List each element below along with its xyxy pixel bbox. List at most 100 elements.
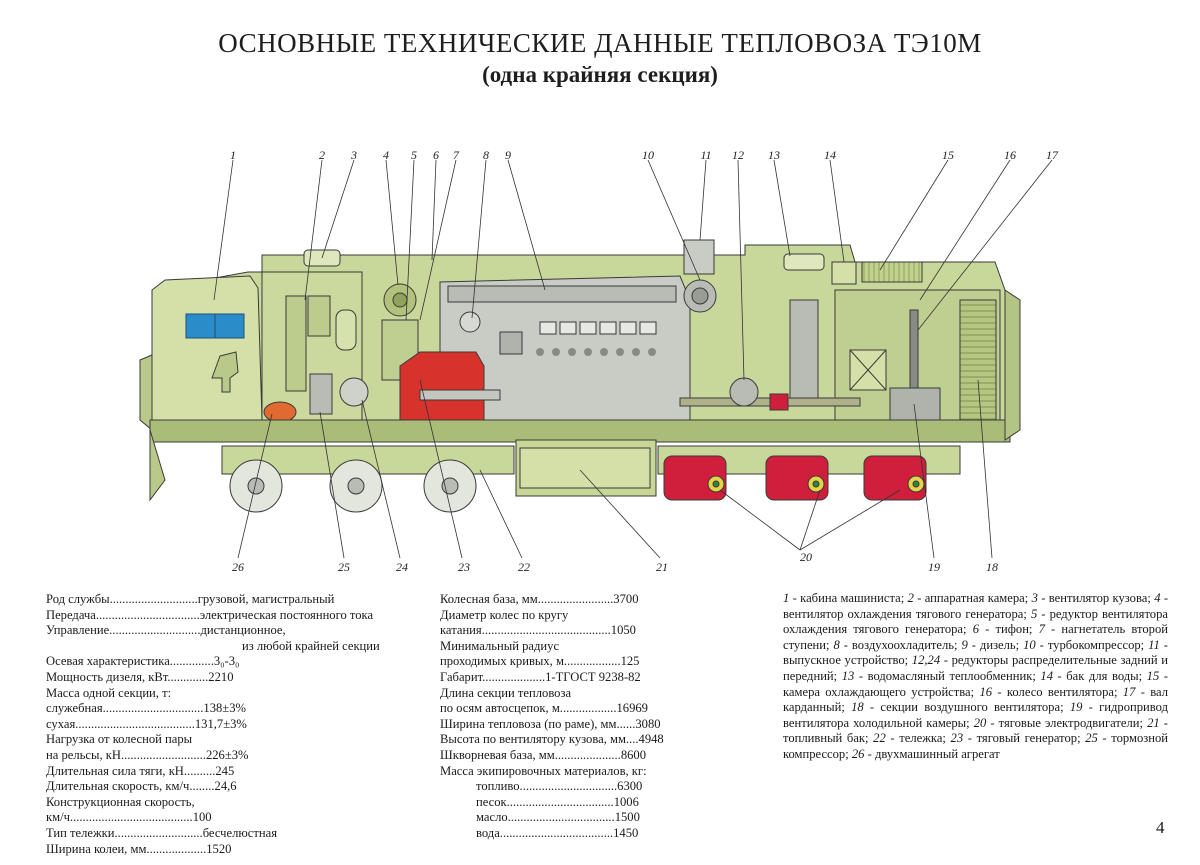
spec-row: Ширина колеи, мм...................1520 (46, 841, 232, 856)
spec-row: проходимых кривых, м..................12… (440, 654, 640, 669)
brake-compressor (309, 373, 333, 415)
heat-exchanger-cap (783, 253, 825, 271)
spec-row: Диаметр колес по кругу (440, 607, 569, 622)
legend-num: 5 (1030, 606, 1038, 621)
callout-8: 8 (483, 148, 489, 162)
legend-text: - тележка; (885, 731, 951, 746)
legend-num: 20 (973, 715, 987, 730)
leader-lines (213, 159, 1053, 381)
air-cooler (459, 311, 481, 333)
spec-row: масло..................................1… (476, 810, 640, 825)
legend-text: - вентилятор охлаждения тягового генерат… (783, 591, 1169, 621)
traction-motor (863, 455, 927, 501)
spec-row: сухая...................................… (46, 716, 247, 731)
spec-row: Род службы............................гр… (46, 592, 335, 606)
legend-text: - бак для воды; (1053, 668, 1147, 683)
spec-row: Управление.............................д… (46, 623, 286, 638)
legend-text: - воздухоохладитель; (839, 637, 962, 652)
callout-18: 18 (986, 560, 998, 574)
legend-num: 13 (841, 668, 855, 683)
legend-num: 19 (1069, 700, 1083, 715)
legend-text: - турбокомпрессор; (1035, 637, 1149, 652)
callout-16: 16 (1004, 148, 1016, 162)
legend-num: 1 (783, 591, 790, 605)
legend-text: - дизель; (967, 637, 1024, 652)
legend-num: 2 (907, 591, 914, 605)
spec-row: Минимальный радиус (440, 638, 560, 653)
legend-text: - тяговые электродвигатели; (986, 715, 1148, 730)
spec-row: Длина секции тепловоза (440, 685, 572, 700)
callout-3: 3 (351, 148, 357, 162)
legend-num: 23 (950, 731, 964, 746)
legend-num: 25 (1085, 731, 1098, 746)
spec-row: Габарит....................1-ТГОСТ 9238-… (440, 669, 641, 684)
spec-row: км/ч....................................… (46, 810, 212, 825)
callout-23: 23 (458, 560, 470, 574)
callout-17: 17 (1046, 148, 1058, 162)
spec-row: Нагрузка от колесной пары (46, 732, 193, 747)
legend-num: 6 (972, 622, 979, 637)
callout-13: 13 (768, 148, 780, 162)
legend-text: - редуктор вентилятора охлаждения тягово… (783, 606, 1168, 637)
spec-row: Высота по вентилятору кузова, мм....4948 (440, 732, 664, 747)
page-title: ОСНОВНЫЕ ТЕХНИЧЕСКИЕ ДАННЫЕ ТЕПЛОВОЗА ТЭ… (218, 28, 982, 58)
legend-text: - кабина машиниста; (789, 591, 908, 605)
callout-1: 1 (230, 148, 236, 162)
locomotive-body (139, 239, 1021, 502)
spec-row: из любой крайней секции (242, 638, 380, 653)
spec-row: Мощность дизеля, кВт.............2210 (46, 669, 234, 684)
callout-11: 11 (700, 148, 712, 162)
callout-4: 4 (383, 148, 389, 162)
legend-num: 9 (961, 637, 968, 652)
legend-num: 3 (1031, 591, 1038, 605)
callout-26: 26 (232, 560, 244, 574)
spec-row: Осевая характеристика..............3₀-3₀ (46, 654, 240, 669)
leader-lines-bottom (237, 379, 993, 559)
callout-19: 19 (928, 560, 940, 574)
legend-num: 4 (1154, 591, 1161, 605)
wheel (229, 459, 283, 513)
spec-row: Колесная база, мм.......................… (440, 592, 639, 606)
legend-text: - гидропривод вентилятора холодильной ка… (783, 700, 1168, 730)
cab-seat (211, 351, 239, 393)
legend-text: - камера охлаждающего устройства; (783, 668, 1168, 699)
driver-cab (151, 275, 263, 421)
spec-row: топливо...............................63… (476, 779, 643, 794)
specs-middle: Колесная база, мм.......................… (440, 592, 740, 842)
callout-22: 22 (518, 560, 530, 574)
legend-num: 11 (1148, 637, 1160, 652)
water-tank (831, 261, 857, 285)
main-frame (149, 419, 1011, 443)
spec-row: Передача................................… (46, 607, 374, 622)
page-subtitle: (одна крайняя секция) (482, 62, 718, 87)
legend-num: 17 (1122, 684, 1136, 699)
legend-num: 7 (1038, 622, 1045, 637)
page-number: 4 (1156, 818, 1165, 837)
air-fan-sections (959, 299, 997, 421)
spec-row: Тип тележки............................б… (46, 825, 278, 840)
legend-text: - секции воздушного вентилятора; (863, 700, 1070, 715)
callout-5: 5 (411, 148, 417, 162)
legend-num: 21 (1147, 715, 1160, 730)
legend-num: 8 (833, 637, 840, 652)
specs-left: Род службы............................гр… (46, 592, 426, 857)
spec-row: Масса одной секции, т: (46, 685, 172, 700)
spec-row: песок..................................1… (476, 794, 639, 809)
callout-2: 2 (319, 148, 325, 162)
hydro-drive (889, 387, 941, 421)
callout-24: 24 (396, 560, 408, 574)
spec-row: Шкворневая база, мм.....................… (440, 747, 647, 762)
legend-num: 15 (1146, 668, 1160, 683)
component-legend: 1 - кабина машиниста; 2 - аппаратная кам… (783, 591, 1168, 763)
callout-25: 25 (338, 560, 350, 574)
spec-row: служебная...............................… (46, 701, 246, 716)
traction-motor (663, 455, 727, 501)
legend-text: - аппаратная камера; (913, 591, 1032, 605)
legend-text: - выпускное устройство; (783, 637, 1168, 668)
legend-num: 16 (979, 684, 993, 699)
traction-generator (399, 351, 485, 421)
legend-text: - колесо вентилятора; (992, 684, 1123, 699)
callout-14: 14 (824, 148, 836, 162)
callout-10: 10 (642, 148, 654, 162)
